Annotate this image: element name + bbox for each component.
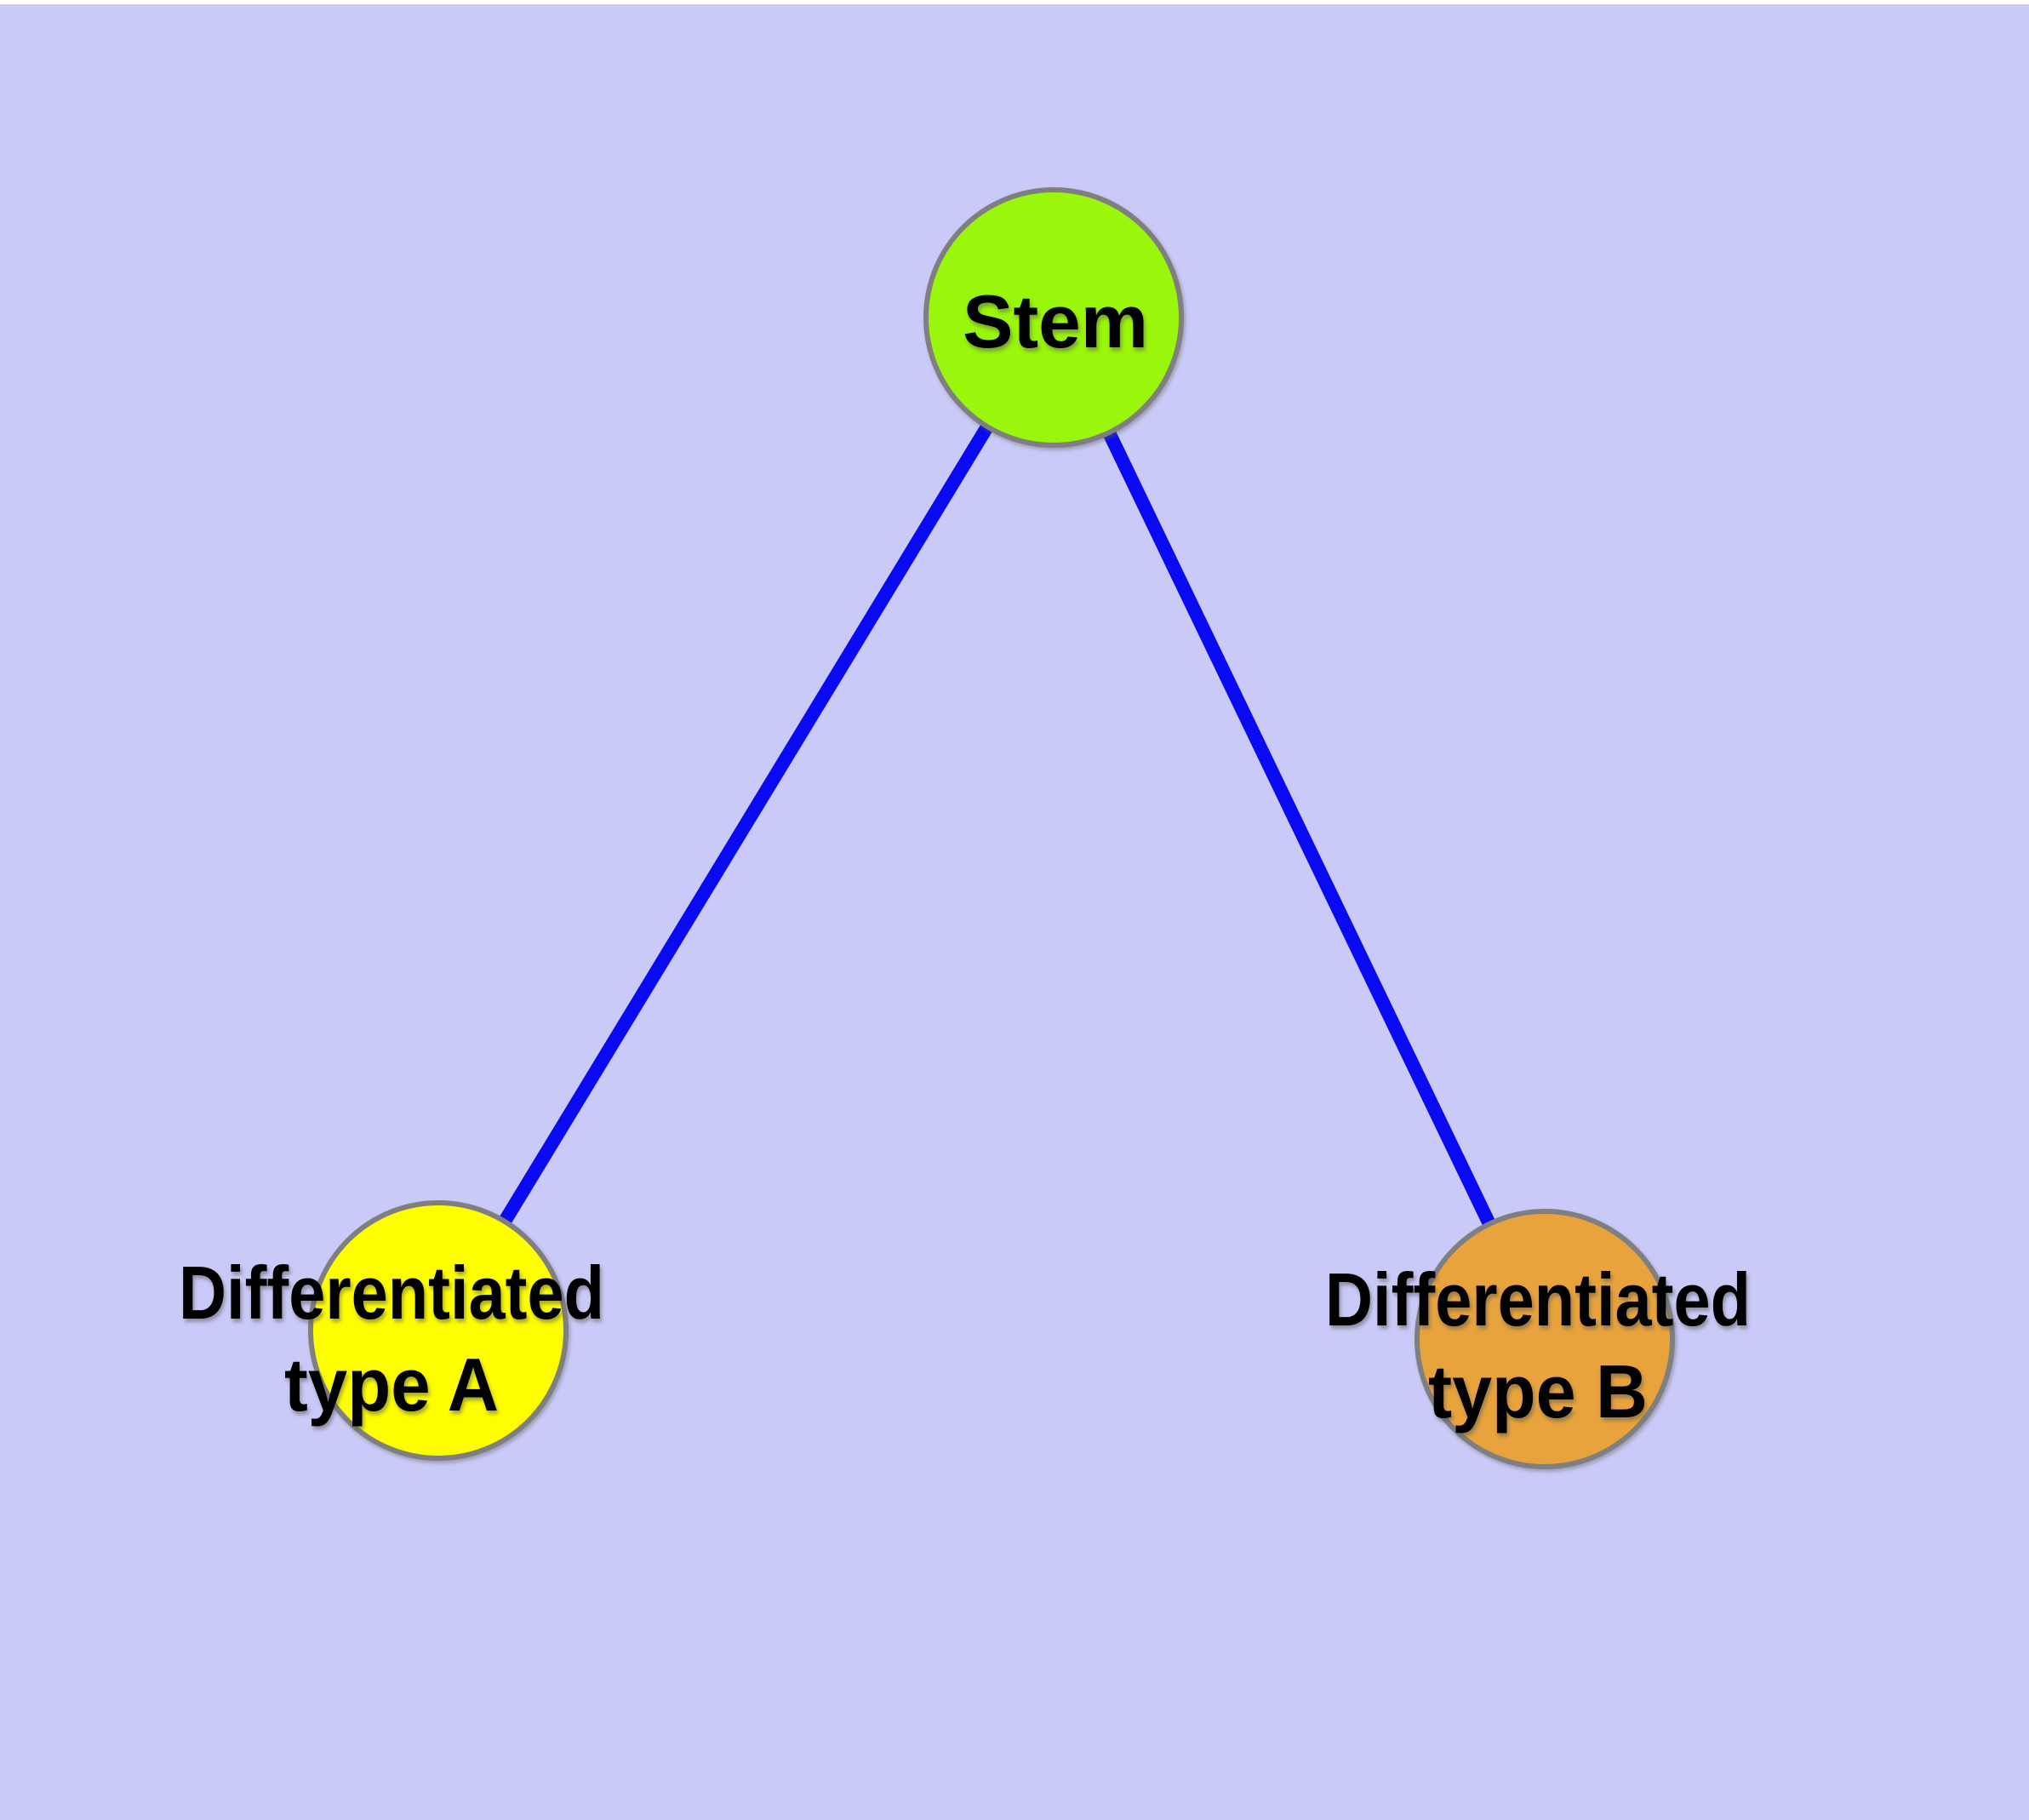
node-differentiated-type-a-label-line-1: Differentiated	[179, 1251, 604, 1335]
edge-stem-to-differentiated-type-a	[432, 313, 1060, 1335]
node-differentiated-type-a-label-line-2: type A	[284, 1342, 499, 1427]
node-differentiated-type-a	[308, 1200, 569, 1461]
node-stem-label-line-1: Stem	[963, 279, 1148, 363]
node-differentiated-type-b-label-line-2: type B	[1428, 1349, 1648, 1434]
node-stem	[923, 187, 1184, 448]
node-differentiated-type-b	[1415, 1209, 1675, 1469]
top-margin-strip	[0, 0, 2029, 4]
node-differentiated-type-b-label-line-1: Differentiated	[1325, 1257, 1751, 1342]
edge-stem-to-differentiated-type-b	[1047, 314, 1552, 1342]
